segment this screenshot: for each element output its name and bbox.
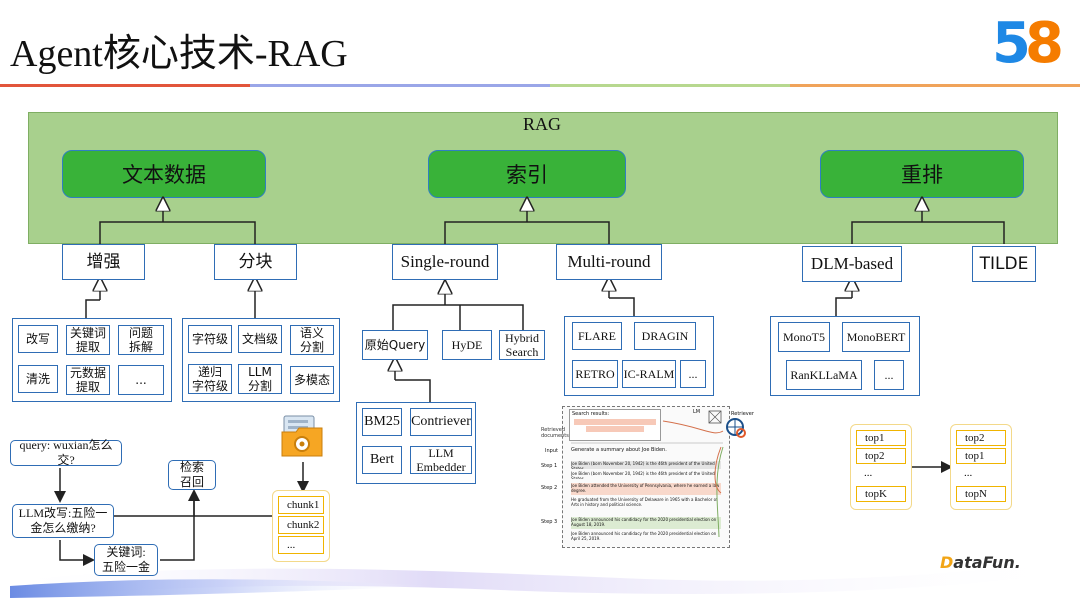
topk-after-item: top1 <box>956 448 1006 464</box>
figure-search-box: Search results: <box>569 409 661 441</box>
node-index: 索引 <box>428 150 626 198</box>
node-enhance: 增强 <box>62 244 145 280</box>
figure-curves <box>571 420 724 538</box>
node-tilde: TILDE <box>972 246 1036 282</box>
retriever-contriever: Contriever <box>410 408 472 436</box>
figure-step-2: Step 2 <box>541 485 558 491</box>
dlm-item-monot5: MonoT5 <box>778 322 830 352</box>
single-item-hybrid-search: Hybrid Search <box>499 330 545 360</box>
figure-line-2: Joe Biden (born November 20, 1942) is th… <box>571 471 715 479</box>
figure-step-1: Step 1 <box>541 463 558 469</box>
chunk-item: chunk2 <box>278 516 324 534</box>
node-text-data: 文本数据 <box>62 150 266 198</box>
enhance-item-keywords: 关键词 提取 <box>66 325 110 355</box>
globe-search-icon <box>726 418 746 438</box>
header-divider-orange <box>790 84 1080 87</box>
single-item-hyde: HyDE <box>442 330 492 360</box>
figure-label-input: Input <box>545 448 558 454</box>
flare-figure: Retrieved documents Search results: LM R… <box>541 406 754 548</box>
figure-label-retriever: Retriever <box>731 411 754 417</box>
enhance-item-clean: 清洗 <box>18 365 58 393</box>
node-multi-round: Multi-round <box>556 244 662 280</box>
retriever-llm-embedder: LLM Embedder <box>410 446 472 474</box>
figure-label-lm: LM <box>693 409 701 415</box>
chunk-item-semantic: 语义 分割 <box>290 325 334 355</box>
multi-item-flare: FLARE <box>572 322 622 350</box>
topk-after-item: ... <box>964 467 973 479</box>
enhance-item-decompose: 问题 拆解 <box>118 325 164 355</box>
lm-grid-icon <box>708 410 722 424</box>
node-single-round: Single-round <box>392 244 498 280</box>
topk-before-item: topK <box>856 486 906 502</box>
enhance-item-rewrite: 改写 <box>18 325 58 353</box>
chunk-item: ... <box>278 536 324 554</box>
flow-query: query: wuxian怎么交? <box>10 438 122 467</box>
dlm-item-rankllama: RanKLLaMA <box>786 360 862 390</box>
chunk-item-llm: LLM 分割 <box>238 364 282 394</box>
flow-keywords: 关键词: 五险一金 <box>94 544 158 576</box>
topk-after-item: topN <box>956 486 1006 502</box>
multi-item-ic-ralm: IC-RALM <box>622 360 676 388</box>
figure-line-5: Joe Biden announced his candidacy for th… <box>571 517 721 529</box>
node-chunk: 分块 <box>214 244 297 280</box>
page-title: Agent核心技术-RAG <box>10 33 348 75</box>
figure-label-retrieved: Retrieved documents <box>541 427 569 439</box>
figure-line-6: Joe Biden announced his candidacy for th… <box>571 531 717 541</box>
header-divider-red <box>0 84 250 87</box>
figure-line-3: Joe Biden attended the University of Pen… <box>571 483 721 495</box>
figure-input-text: Generate a summary about Joe Biden. <box>571 447 667 453</box>
chunk-item: chunk1 <box>278 496 324 514</box>
node-dlm-based: DLM-based <box>802 246 902 282</box>
header-divider-green <box>550 84 790 87</box>
node-rerank: 重排 <box>820 150 1024 198</box>
retriever-bert: Bert <box>362 446 402 474</box>
topk-before-item: ... <box>864 467 873 479</box>
figure-line-1: Joe Biden (born November 20, 1942) is th… <box>571 461 721 469</box>
multi-item-more: ... <box>680 360 706 388</box>
rag-label: RAG <box>522 114 561 134</box>
chunk-item-doc: 文档级 <box>238 325 282 353</box>
decorative-swoosh <box>0 560 1080 600</box>
dlm-item-monobert: MonoBERT <box>842 322 910 352</box>
topk-after-item: top2 <box>956 430 1006 446</box>
topk-before-item: top2 <box>856 448 906 464</box>
datafun-logo: DataFun. <box>940 553 1021 572</box>
figure-step-3: Step 3 <box>541 519 558 525</box>
chunk-item-multimodal: 多模态 <box>290 366 334 394</box>
enhance-item-metadata: 元数据 提取 <box>66 365 110 395</box>
chunk-item-char: 字符级 <box>188 325 232 353</box>
folder-gear-icon <box>281 415 323 457</box>
topk-before-item: top1 <box>856 430 906 446</box>
flow-retrieve: 检索 召回 <box>168 460 216 490</box>
multi-item-retro: RETRO <box>572 360 618 388</box>
multi-item-dragin: DRAGIN <box>634 322 696 350</box>
single-item-raw-query: 原始Query <box>362 330 428 360</box>
flow-llm-rewrite: LLM改写:五险一 金怎么缴纳? <box>12 504 114 538</box>
header-divider-lavender <box>250 84 550 87</box>
enhance-item-more: ... <box>118 365 164 395</box>
chunk-item-recursive: 递归 字符级 <box>188 364 232 394</box>
dlm-item-more: ... <box>874 360 904 390</box>
retriever-bm25: BM25 <box>362 408 402 436</box>
figure-line-4: He graduated from the University of Dela… <box>571 497 718 507</box>
brand-logo-58: 58 <box>992 11 1064 76</box>
